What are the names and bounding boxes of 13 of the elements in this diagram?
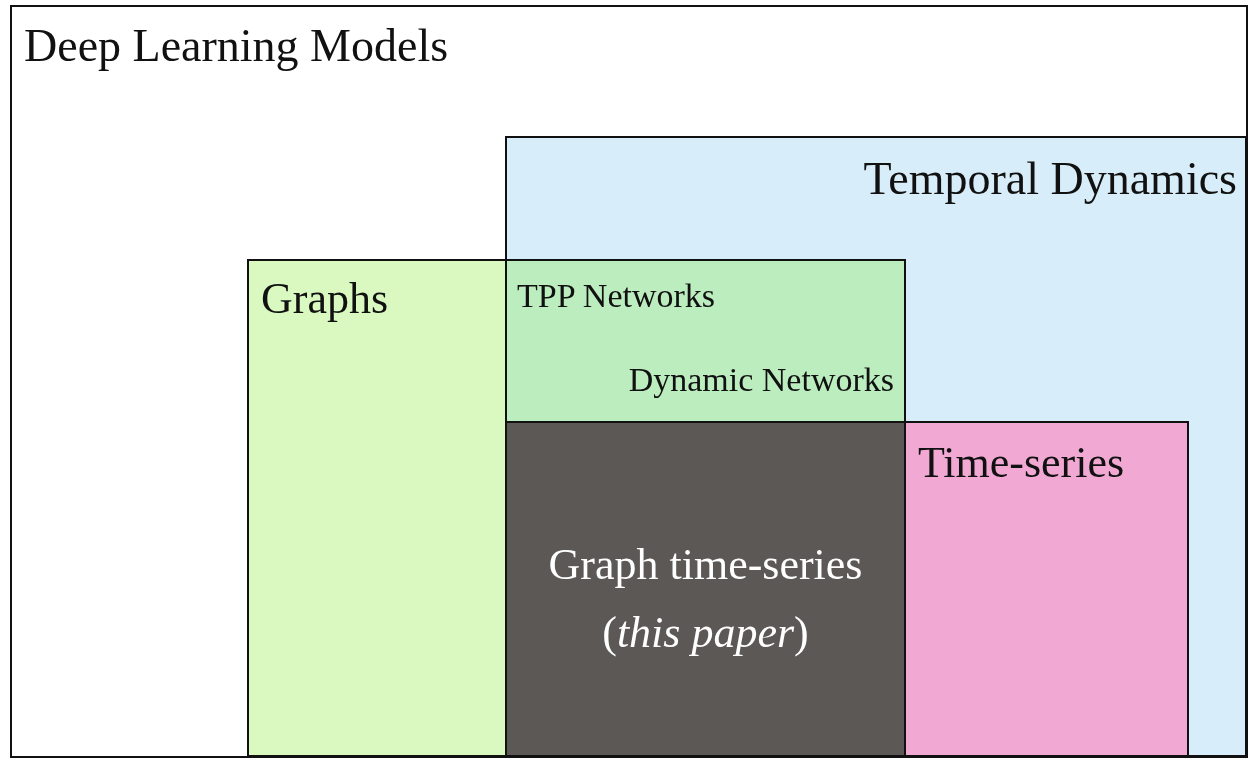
region-label: Deep Learning Models [24,21,449,72]
region-label: Graphs [261,275,389,324]
region-box [505,136,1247,757]
region-label: Time-series [918,439,1125,488]
region-box [505,421,906,757]
region-box [505,259,906,423]
region-box [247,259,507,757]
region-label: Graph time-series (this paper) [547,539,864,660]
region-label: Dynamic Networks [628,361,894,399]
region-label: Temporal Dynamics [863,154,1237,205]
region-label: TPP Networks [517,277,716,315]
region-box [904,421,1189,757]
outer-region [10,5,1248,758]
